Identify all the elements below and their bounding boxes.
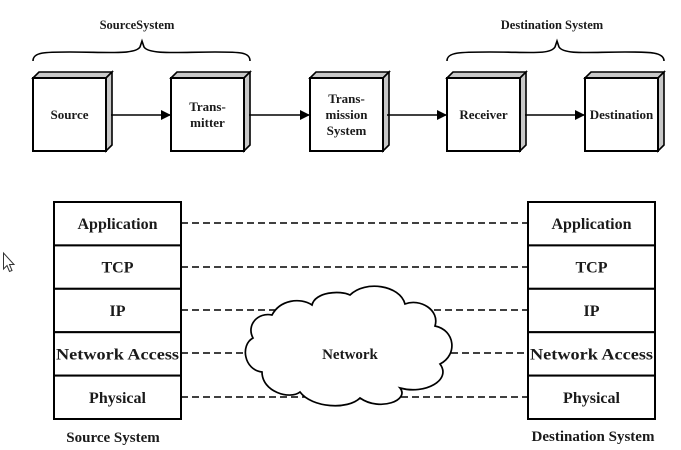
box-label-line: System [327, 123, 367, 138]
box-face [32, 77, 107, 152]
box-label-line: Destination [590, 107, 654, 122]
layer-label: Physical [89, 390, 146, 407]
layer-label: Network Access [56, 346, 179, 363]
layer-box [527, 374, 656, 421]
layer-ip: IP [53, 287, 182, 334]
layer-label: Application [77, 216, 157, 233]
layer-application: Application [527, 201, 656, 247]
box-destination: Destination [583, 70, 666, 153]
layer-box [527, 244, 656, 290]
layer-box [53, 201, 182, 247]
layer-box [53, 374, 182, 421]
box-face [584, 77, 659, 152]
box-transmitter: Trans-mitter [169, 70, 252, 153]
source-system-brace [32, 38, 251, 62]
box-label-line: mission [326, 107, 369, 122]
layer-label: IP [110, 303, 126, 320]
box-face [446, 77, 521, 152]
destination-system-brace [446, 38, 665, 62]
layer-label: IP [584, 303, 600, 320]
box-receiver: Receiver [445, 70, 528, 153]
peer-links [181, 222, 528, 398]
mouse-cursor-icon [3, 251, 16, 273]
network-label: Network [322, 347, 378, 363]
box-label-line: Trans- [189, 99, 226, 114]
source-system-group-label: SourceSystem [100, 18, 175, 32]
box-face [170, 77, 245, 152]
box-label-line: Source [50, 107, 88, 122]
layer-ip: IP [527, 287, 656, 334]
layer-label: Physical [563, 390, 620, 407]
layer-label: Application [551, 216, 631, 233]
layer-physical: Physical [527, 374, 656, 421]
layer-box [53, 244, 182, 290]
layer-box [53, 287, 182, 334]
destination-stack-caption: Destination System [532, 429, 655, 445]
box-label-line: Receiver [459, 107, 508, 122]
layer-tcp: TCP [527, 244, 656, 290]
layer-application: Application [53, 201, 182, 247]
box-source: Source [31, 70, 114, 153]
layer-label: TCP [102, 260, 134, 277]
network-cloud: Network [244, 285, 453, 407]
layer-network-access: Network Access [527, 331, 656, 377]
box-face [309, 77, 384, 152]
source-stack-caption: Source System [66, 430, 160, 446]
layer-box [53, 331, 182, 377]
layer-box [527, 201, 656, 247]
box-label-line: Trans- [328, 91, 365, 106]
layer-network-access: Network Access [53, 331, 182, 377]
layer-tcp: TCP [53, 244, 182, 290]
box-label-line: mitter [190, 115, 225, 130]
layer-physical: Physical [53, 374, 182, 421]
layer-label: Network Access [530, 346, 653, 363]
layer-label: TCP [576, 260, 608, 277]
layer-box [527, 287, 656, 334]
destination-system-group-label: Destination System [501, 18, 604, 32]
